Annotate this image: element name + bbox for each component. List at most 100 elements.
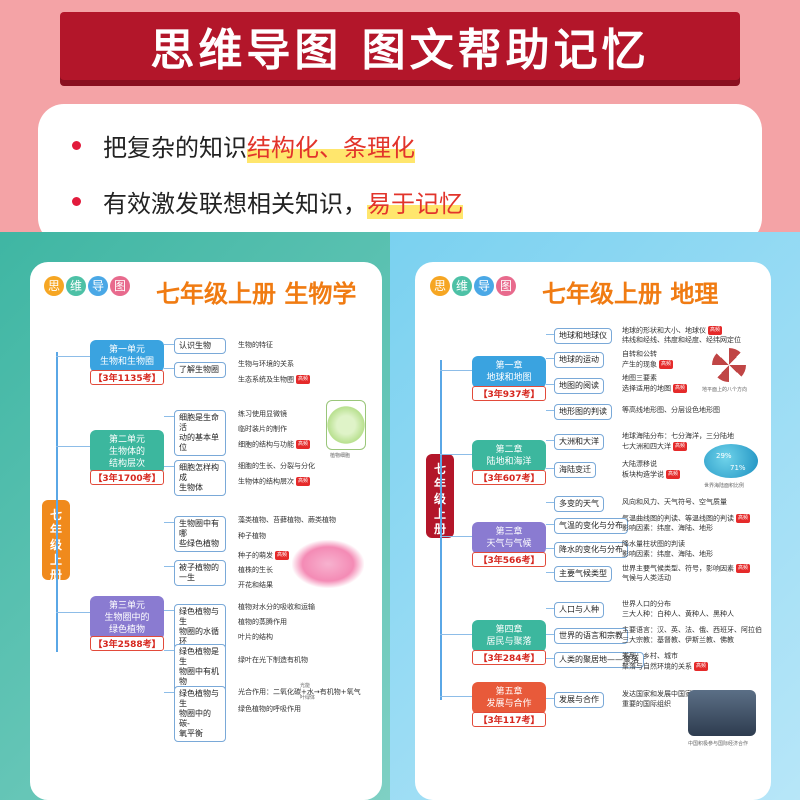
bullet-dot: [72, 141, 81, 150]
biology-unit-connector: [56, 612, 90, 613]
geography-branch-connector: [546, 698, 554, 699]
page-title: 思维导图 图文帮助记忆: [150, 25, 650, 76]
geography-chapter-connector: [440, 696, 472, 697]
biology-leaf: 绿色植物的呼吸作用: [238, 705, 301, 713]
geography-leaf: 地图三要素: [622, 374, 657, 382]
geography-chapter-connector: [440, 370, 472, 371]
geography-leaf: 气温曲线图的判读、等温线图的判读高频: [622, 514, 751, 523]
geography-leaf: 纬线和经线、纬度和经度、经纬网定位: [622, 336, 741, 344]
geography-leaf: 降水量柱状图的判读: [622, 540, 685, 548]
geography-leaf: 等高线地形图、分层设色地形图: [622, 406, 720, 414]
geography-leaf: 世界人口的分布: [622, 600, 671, 608]
geography-leaf: 七大洲和四大洋高频: [622, 442, 688, 451]
hot-tag: 高频: [296, 477, 311, 486]
geography-branch: 世界的语言和宗教: [554, 628, 628, 644]
biology-unit: 第二单元生物体的结构层次: [90, 430, 164, 474]
flower-diagram: [292, 540, 364, 588]
formula-over: 光能: [300, 683, 311, 689]
biology-leaf: 生物的特征: [238, 341, 273, 349]
geography-leaf: 影响因素：纬度、海陆、地形: [622, 550, 713, 558]
biology-unit: 第一单元生物和生物圈: [90, 340, 164, 372]
biology-leaf: 开花和结果: [238, 581, 273, 589]
geography-trunk: [440, 360, 442, 700]
biology-unit-connector: [56, 356, 90, 357]
bullet-1: 把复杂的知识 结构化、条理化: [72, 128, 415, 163]
biology-unit-count: 【3年1135考】: [90, 370, 164, 385]
geography-leaf: 三大人种：白种人、黄种人、黑种人: [622, 610, 734, 618]
geography-chapter: 第二章陆地和海洋: [472, 440, 546, 472]
geography-branch-connector: [546, 410, 554, 411]
geography-chapter-count: 【3年117考】: [472, 712, 546, 727]
bullet-dot: [72, 197, 81, 206]
hot-tag: 高频: [673, 384, 688, 393]
biology-unit-connector: [56, 446, 90, 447]
geography-branch: 气温的变化与分布: [554, 518, 628, 534]
biology-branch-connector: [164, 566, 174, 567]
geography-branch-connector: [546, 502, 554, 503]
geography-leaf: 发达国家和发展中国家: [622, 690, 692, 698]
geography-leaf: 三大宗教：基督教、伊斯兰教、佛教: [622, 636, 734, 644]
biology-leaf: 植物的蒸腾作用: [238, 618, 287, 626]
biology-unit: 第三单元生物圈中的绿色植物: [90, 596, 164, 640]
geography-branch-connector: [546, 524, 554, 525]
geography-branch: 发展与合作: [554, 692, 604, 708]
biology-leaf: 光合作用：二氧化碳+水→有机物+氧气: [238, 688, 361, 696]
biology-branch-connector: [164, 466, 174, 467]
hot-tag: 高频: [666, 470, 681, 479]
biology-leaf: 种子的萌发高频: [238, 551, 290, 560]
geography-leaf: 类型：乡村、城市: [622, 652, 678, 660]
biology-branch-connector: [164, 416, 174, 417]
biology-branch: 细胞怎样构成生物体: [174, 460, 226, 496]
biology-leaf: 叶片的结构: [238, 633, 273, 641]
geography-leaf: 风向和风力、天气符号、空气质量: [622, 498, 727, 506]
geography-leaf: 地球的形状和大小、地球仪高频: [622, 326, 723, 335]
biology-title: 七年级上册 生物学: [144, 272, 369, 311]
biology-leaf: 生物体的结构层次高频: [238, 477, 311, 486]
geography-chapter: 第五章发展与合作: [472, 682, 546, 714]
geography-chapter: 第四章居民与聚落: [472, 620, 546, 652]
geography-branch: 海陆变迁: [554, 462, 596, 478]
biology-unit-count: 【3年2588考】: [90, 636, 164, 651]
geography-branch-connector: [546, 658, 554, 659]
biology-branch-connector: [164, 522, 174, 523]
cell-caption: 植物细胞: [330, 453, 351, 459]
photo-caption: 中国积极参与国际经济合作: [688, 741, 749, 747]
biology-leaf: 藻类植物、苔藓植物、蕨类植物: [238, 516, 336, 524]
bullet-2: 有效激发联想相关知识， 易于记忆: [72, 184, 463, 219]
geography-branch-connector: [546, 334, 554, 335]
geography-branch: 多变的天气: [554, 496, 604, 512]
biology-branch: 被子植物的一生: [174, 560, 226, 586]
geography-branch-connector: [546, 384, 554, 385]
biology-leaf: 练习使用显微镜: [238, 410, 287, 418]
geography-chapter-connector: [440, 634, 472, 635]
biology-branch: 生物圈中有哪些绿色植物: [174, 516, 226, 552]
geography-branch: 主要气候类型: [554, 566, 612, 582]
bullet-card: [38, 104, 762, 244]
geography-branch-connector: [546, 608, 554, 609]
geography-branch: 大洲和大洋: [554, 434, 604, 450]
cell-diagram: [326, 400, 366, 450]
geography-chapter-connector: [440, 454, 472, 455]
hot-tag: 高频: [736, 564, 751, 573]
biology-leaf: 生态系统及生物圈高频: [238, 375, 311, 384]
geography-leaf: 世界主要气候类型、符号，影响因素高频: [622, 564, 751, 573]
biology-branch: 绿色植物与生物圈的水循环: [174, 604, 226, 650]
biology-branch-connector: [164, 368, 174, 369]
globe-icon: [704, 444, 758, 478]
mindmap-badge-right: 思维导图: [430, 276, 516, 296]
biology-leaf: 植物对水分的吸收和运输: [238, 603, 315, 611]
geography-leaf: 大陆漂移说: [622, 460, 657, 468]
geography-leaf: 地球海陆分布：七分海洋，三分陆地: [622, 432, 734, 440]
geography-leaf: 自转和公转: [622, 350, 657, 358]
geography-branch: 地图的阅读: [554, 378, 604, 394]
geography-branch-connector: [546, 468, 554, 469]
geography-branch: 地球的运动: [554, 352, 604, 368]
geography-branch-connector: [546, 440, 554, 441]
compass-icon: [712, 348, 746, 382]
biology-branch-connector: [164, 344, 174, 345]
biology-leaf: 绿叶在光下制造有机物: [238, 656, 308, 664]
biology-leaf: 种子植物: [238, 532, 266, 540]
meeting-photo: [688, 690, 756, 736]
geography-branch-connector: [546, 572, 554, 573]
biology-branch-connector: [164, 610, 174, 611]
